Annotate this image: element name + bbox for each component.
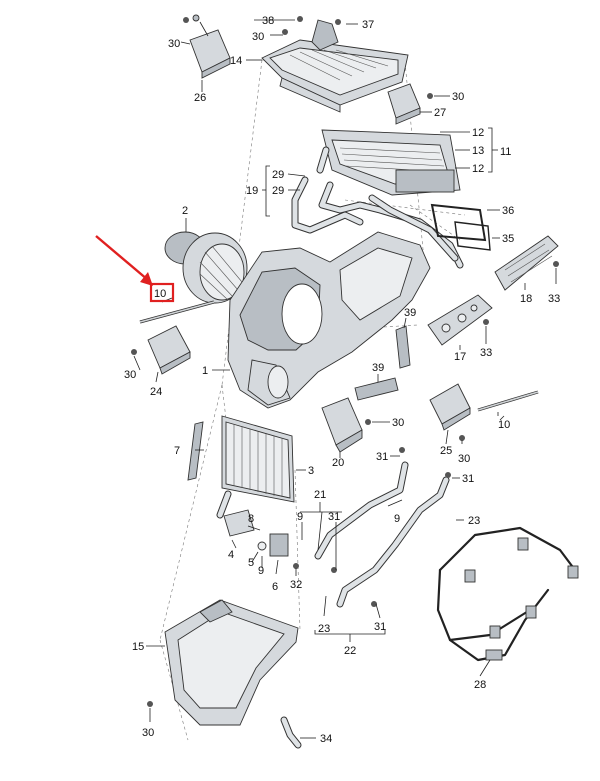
label-10-highlight: 10 [154,288,166,300]
blower-motor [164,231,248,304]
label-25: 25 [440,445,452,457]
label-14: 14 [230,55,242,67]
label-22: 22 [344,645,356,657]
label-20: 20 [332,457,344,469]
label-36: 36 [502,205,514,217]
seal-strip-39-lower [354,377,399,401]
servo-motor-24 [147,325,191,375]
drain-hose [280,716,302,749]
expansion-valve [223,509,289,557]
lower-housing [164,599,299,726]
label-39-upper: 39 [404,307,416,319]
connecting-rod-right [477,390,539,412]
label-28: 28 [474,679,486,691]
label-3: 3 [308,465,314,477]
highlight-box [149,282,175,303]
wiring-harness [436,526,579,662]
label-39-lower: 39 [372,362,384,374]
label-31-lower: 31 [374,621,386,633]
label-1: 1 [202,365,208,377]
label-33-right: 33 [548,293,560,305]
label-26: 26 [194,92,206,104]
control-module-26 [189,14,231,79]
leader-lines [133,19,557,739]
label-2: 2 [182,205,188,217]
heater-core [316,129,461,196]
air-distribution-housing [261,19,409,113]
label-11: 11 [500,146,511,158]
label-13: 13 [472,145,484,157]
label-12-lower: 12 [472,163,484,175]
label-35: 35 [502,233,514,245]
label-31-right: 31 [462,473,474,485]
label-30-servo24: 30 [124,369,136,381]
label-38: 38 [262,15,274,27]
cover-18 [494,235,559,291]
label-27: 27 [434,107,446,119]
label-9-right: 9 [394,513,400,525]
label-6: 6 [272,581,278,593]
label-17: 17 [454,351,466,363]
label-9-left: 9 [258,565,264,577]
label-10-right: 10 [498,419,510,431]
label-30-topleft: 30 [168,38,180,50]
label-30-bottom: 30 [142,727,154,739]
servo-motor-25 [429,383,471,431]
label-9-center: 9 [297,511,303,523]
highlight-arrow [95,235,153,286]
label-30-top: 30 [252,31,264,43]
label-21: 21 [314,489,326,501]
label-37: 37 [362,19,374,31]
label-18: 18 [520,293,532,305]
label-23-right: 23 [468,515,480,527]
label-15: 15 [132,641,144,653]
label-29-lower: 29 [272,185,284,197]
label-19: 19 [246,185,258,197]
servo-motor-20 [321,397,363,453]
label-30-servo20: 30 [392,417,404,429]
screws [131,16,559,707]
label-8: 8 [248,513,254,525]
label-23-lower: 23 [318,623,330,635]
evaporator [216,415,295,519]
label-7: 7 [174,445,180,457]
gasket-36 [430,203,487,242]
refrigerant-lines [314,461,450,608]
seal-strip-39-upper [395,325,411,369]
label-32: 32 [290,579,302,591]
main-heater-housing [227,231,431,409]
label-12-upper: 12 [472,127,484,139]
coolant-pipes [291,176,464,269]
label-29-upper: 29 [272,169,284,181]
label-5: 5 [248,557,254,569]
label-4: 4 [228,549,234,561]
label-31-upper: 31 [376,451,388,463]
connecting-rod-left [139,300,215,324]
label-24: 24 [150,386,162,398]
seal-strip-7 [187,421,204,481]
label-34: 34 [320,733,332,745]
gasket-35 [454,221,491,251]
label-30-servo25: 30 [458,453,470,465]
label-33-bracket: 33 [480,347,492,359]
label-31-center: 31 [328,511,340,523]
bracket-17 [427,294,493,346]
label-30-servo27: 30 [452,91,464,103]
part-labels: 38 37 30 30 26 14 30 27 12 13 12 11 29 2… [124,15,560,745]
servo-motor-27 [387,83,421,125]
